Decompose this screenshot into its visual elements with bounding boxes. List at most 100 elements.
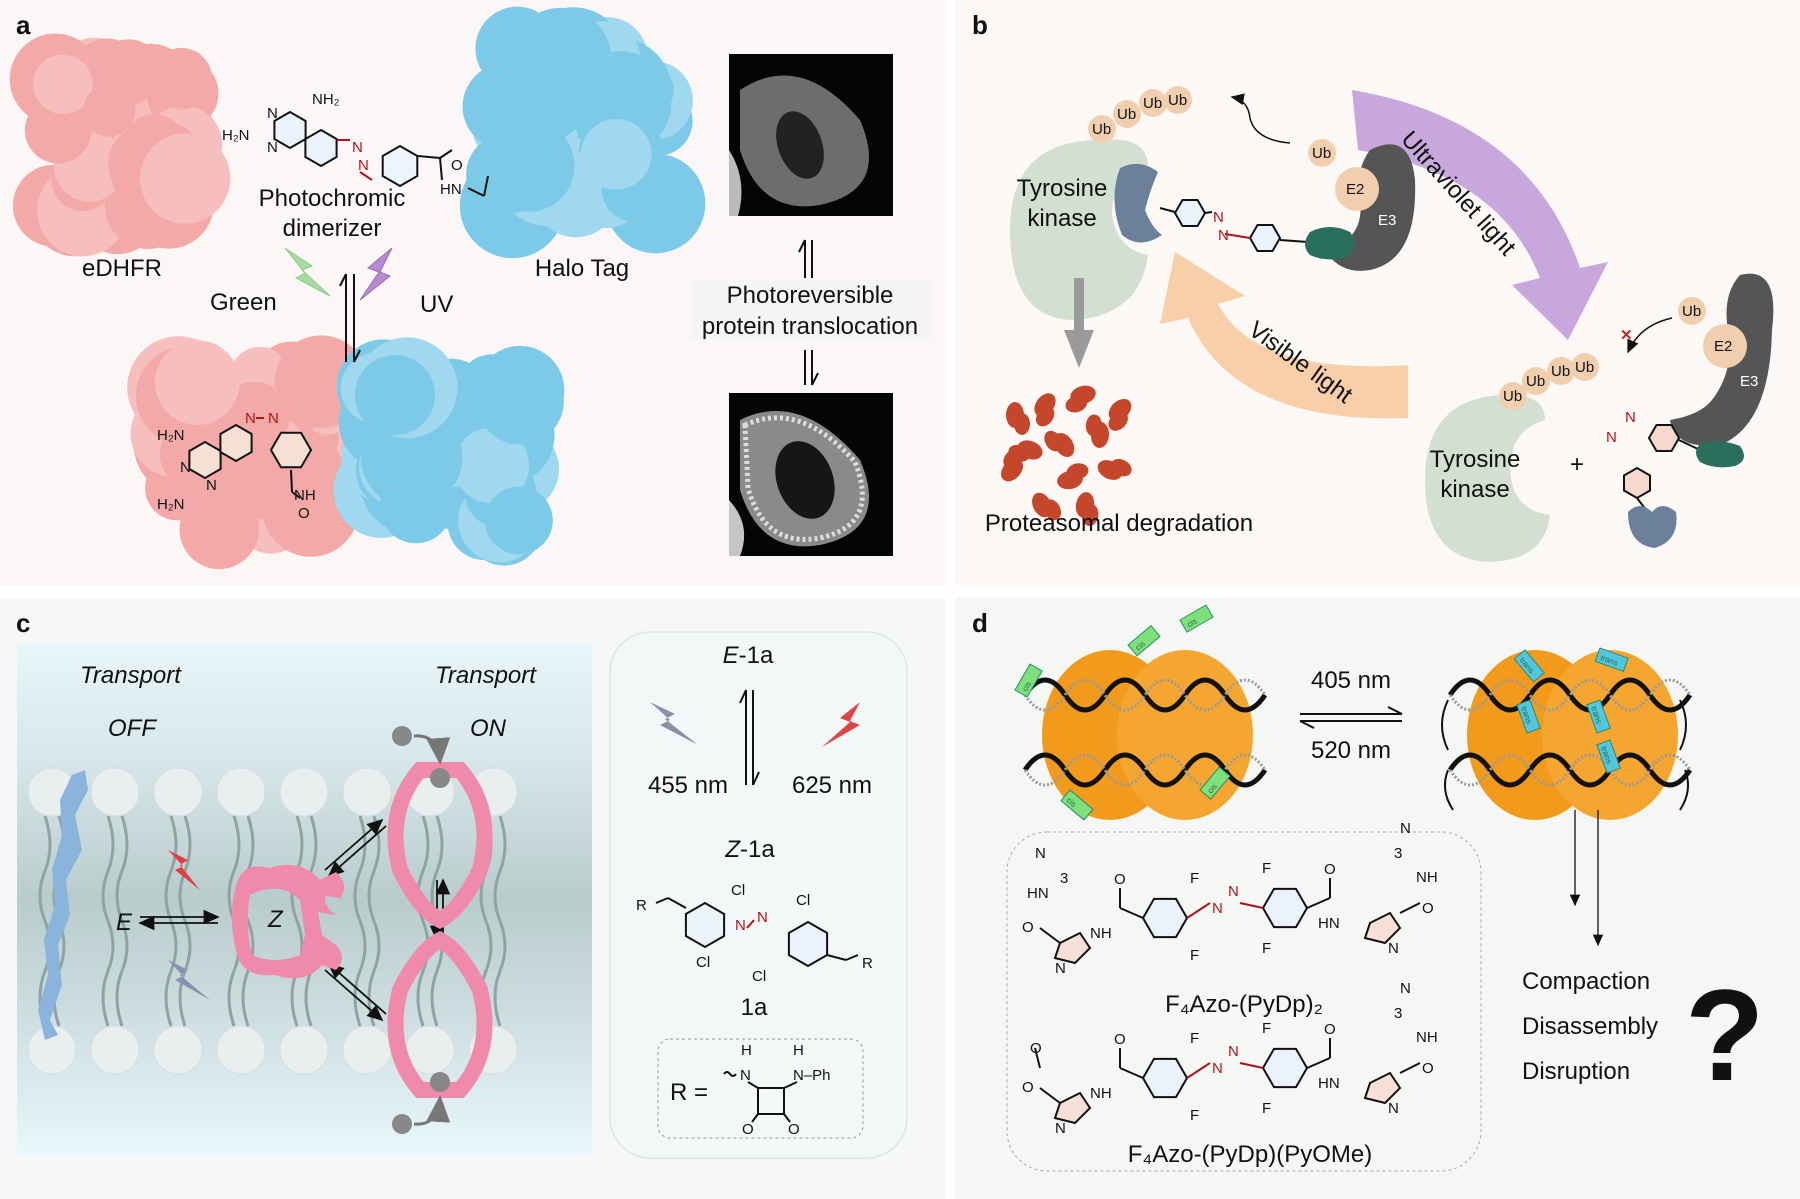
e-isomer-shape	[38, 770, 88, 1040]
kinase-ligand-free	[1628, 506, 1677, 548]
atom-label: HN	[1318, 1075, 1340, 1092]
blue-lightning-icon	[650, 702, 698, 745]
r-group-label: R =	[670, 1079, 708, 1106]
bond	[1039, 1087, 1061, 1104]
atom-label: N	[1400, 980, 1411, 997]
bond	[359, 171, 373, 181]
e3-label: E3	[1378, 212, 1396, 229]
atom-label: NH₂	[312, 91, 340, 108]
ubiquitin	[1139, 89, 1167, 117]
atom-label: NH	[1416, 1029, 1438, 1046]
bond	[1399, 902, 1421, 914]
trans-ligand	[1594, 647, 1629, 673]
atom-label: F	[1262, 1020, 1271, 1037]
transport-on-label-line1: Transport	[435, 662, 537, 689]
bond	[1224, 233, 1251, 239]
ring	[273, 110, 307, 150]
lipid-tail	[38, 815, 52, 922]
protein-fragment	[1110, 458, 1132, 477]
atom-label: 3	[1394, 1005, 1402, 1022]
ub-label: Ub	[1312, 145, 1331, 162]
bond	[826, 954, 847, 961]
atom-label: Cl	[696, 954, 710, 971]
compound-box	[609, 631, 908, 1159]
ring	[1248, 224, 1282, 252]
dna-strand	[1447, 752, 1693, 788]
atom-label: N	[1055, 960, 1066, 977]
atom-label: N	[267, 105, 278, 122]
anion-icon	[430, 1072, 450, 1092]
cis-ligand-label: cis	[1020, 680, 1033, 693]
ubiquitin	[1164, 86, 1192, 114]
ring	[188, 440, 222, 480]
e3-ligand-shape	[1305, 227, 1355, 260]
ring	[1141, 1057, 1189, 1099]
dimerizer-label-line2: dimerizer	[283, 215, 382, 242]
panel-b: b Ultraviolet light Visible light Tyrosi…	[955, 0, 1800, 585]
blob-lobe	[510, 7, 611, 109]
bond	[439, 149, 453, 159]
lipid-tail	[101, 920, 115, 1027]
atom-label: N	[206, 477, 217, 494]
dna-strand	[1447, 677, 1693, 713]
cell-image-before	[729, 54, 893, 216]
atom-label: O	[788, 1121, 800, 1138]
cell-image-after	[729, 393, 893, 556]
e3-label: E3	[1740, 373, 1758, 390]
lipid-tail	[101, 815, 115, 922]
atom-label: NH	[1090, 925, 1112, 942]
bond	[1034, 1047, 1041, 1069]
green-lightning-icon	[284, 247, 331, 297]
atom-label: F	[1190, 870, 1199, 887]
kinase-free-label-line1: Tyrosine	[1430, 446, 1521, 473]
atom-label: O	[1422, 900, 1434, 917]
blob-lobe	[150, 47, 213, 110]
red-lightning-icon	[822, 702, 860, 747]
photoswitch-equilibrium-arrows	[739, 689, 760, 786]
e-1a-suffix: -1a	[739, 642, 774, 669]
degradation-arrow	[1064, 278, 1094, 368]
atom-label: R	[636, 897, 647, 914]
atom-label: N	[1212, 900, 1223, 917]
blob-lobe	[83, 84, 136, 137]
lipid-tail	[353, 920, 367, 1027]
vibration-mark	[1441, 699, 1449, 751]
lipid-tail	[493, 815, 507, 922]
blob-lobe	[581, 119, 652, 190]
lipid-head	[153, 767, 203, 817]
vibration-mark	[1679, 769, 1690, 811]
dna-strand	[1022, 752, 1268, 788]
e2-enzyme-free	[1703, 324, 1747, 368]
blob-lobe	[354, 355, 436, 436]
bond	[1204, 211, 1213, 214]
atom-label: H	[741, 1042, 752, 1059]
protein-fragment	[1082, 504, 1099, 527]
transfer-arrow	[1230, 93, 1291, 144]
405nm-label: 405 nm	[1311, 667, 1391, 694]
atom-label: H	[793, 1042, 804, 1059]
pyrrole-ring	[1363, 1071, 1402, 1105]
blob-lobe	[453, 427, 530, 504]
bond	[1306, 897, 1331, 909]
photochromic-dimerizer-structure: NH₂ H₂N N N N N O HN	[222, 91, 489, 198]
panel-label-d: d	[972, 608, 988, 638]
azo-n-label: N	[1625, 409, 1636, 426]
atom-label: N	[1228, 1043, 1239, 1060]
ring	[269, 431, 313, 469]
bond	[290, 469, 293, 493]
blob-lobe	[485, 486, 553, 555]
protein-fragment	[1003, 448, 1023, 469]
lipid-tail	[164, 920, 178, 1027]
bond	[1119, 907, 1144, 919]
atom-label: N	[267, 139, 278, 156]
protein-fragment	[1066, 463, 1089, 480]
histone	[1117, 650, 1253, 820]
blocked-transfer-arrow	[1627, 317, 1673, 354]
r-group-box	[657, 1038, 864, 1139]
z-1a-prefix: Z	[724, 836, 741, 863]
bond	[1279, 239, 1309, 243]
lipid-head	[216, 767, 266, 817]
azo-n-label: N	[1213, 209, 1224, 226]
